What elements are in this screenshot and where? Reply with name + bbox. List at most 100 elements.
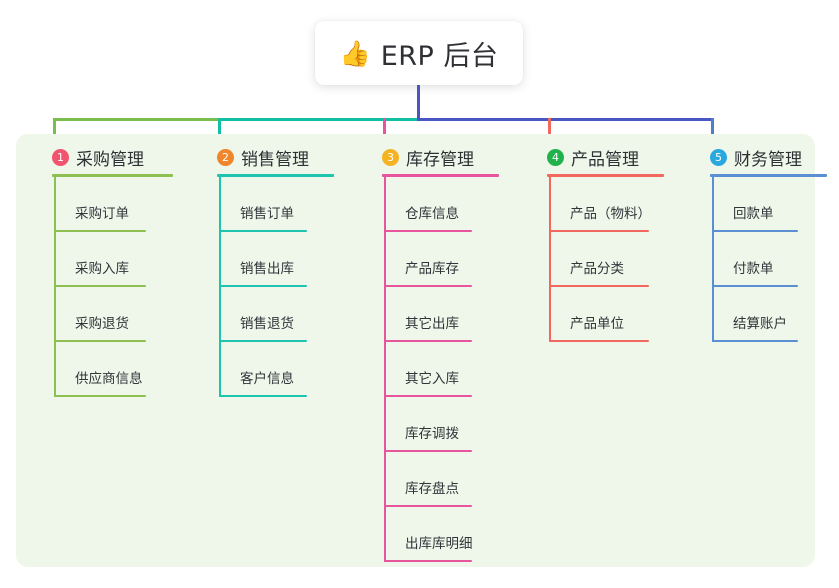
branch-header-产品管理[interactable]: 4 产品管理 (525, 140, 639, 174)
branch-item[interactable]: 销售退货 (219, 287, 327, 342)
branch-item-underline (712, 285, 798, 287)
branch-item-underline (384, 395, 472, 397)
branch-item[interactable]: 回款单 (712, 177, 818, 232)
connector-bar-segment-2 (218, 118, 418, 121)
branch-underline (217, 174, 334, 177)
root-node[interactable]: 👍 ERP 后台 (315, 21, 523, 85)
branch-item-label: 付款单 (733, 261, 774, 277)
branch-title: 销售管理 (241, 149, 309, 170)
branch-item-label: 其它入库 (405, 371, 459, 387)
branch-item-underline (712, 340, 798, 342)
branch-item[interactable]: 出库库明细 (384, 507, 492, 562)
branch-column-2: 2 销售管理销售订单销售出库销售退货客户信息 (195, 140, 334, 397)
branch-header-销售管理[interactable]: 2 销售管理 (195, 140, 309, 174)
branch-underline (547, 174, 664, 177)
branch-header-库存管理[interactable]: 3 库存管理 (360, 140, 474, 174)
branch-item-label: 供应商信息 (75, 371, 143, 387)
branch-index-badge: 2 (217, 148, 234, 166)
branch-item-label: 采购退货 (75, 316, 129, 332)
branch-item-underline (54, 395, 146, 397)
branch-item[interactable]: 仓库信息 (384, 177, 492, 232)
branch-item-label: 客户信息 (240, 371, 294, 387)
branch-item-underline (384, 340, 472, 342)
branch-item[interactable]: 供应商信息 (54, 342, 166, 397)
branch-item[interactable]: 销售出库 (219, 232, 327, 287)
branch-item-label: 出库库明细 (405, 536, 473, 552)
branch-item[interactable]: 采购入库 (54, 232, 166, 287)
branch-item-label: 产品单位 (570, 316, 624, 332)
branch-column-3: 3 库存管理仓库信息产品库存其它出库其它入库库存调拨库存盘点出库库明细 (360, 140, 499, 562)
branch-item[interactable]: 产品库存 (384, 232, 492, 287)
branch-trunk-line (549, 177, 551, 342)
branch-item[interactable]: 付款单 (712, 232, 818, 287)
branch-item-underline (549, 285, 649, 287)
connector-bar-segment-3 (417, 118, 714, 121)
connector-bar-segment-1 (53, 118, 219, 121)
branch-item-label: 库存盘点 (405, 481, 459, 497)
branch-header-财务管理[interactable]: 5 财务管理 (688, 140, 802, 174)
branch-item-label: 采购入库 (75, 261, 129, 277)
branch-item[interactable]: 采购退货 (54, 287, 166, 342)
branch-trunk-line (384, 177, 386, 562)
branch-underline (382, 174, 499, 177)
branch-item-underline (549, 230, 649, 232)
branch-index-badge: 3 (382, 148, 399, 166)
connector-drop-2 (218, 118, 221, 140)
branch-item[interactable]: 采购订单 (54, 177, 166, 232)
branch-underline (52, 174, 173, 177)
branch-item[interactable]: 库存盘点 (384, 452, 492, 507)
branch-item-label: 产品库存 (405, 261, 459, 277)
branch-item[interactable]: 库存调拨 (384, 397, 492, 452)
branch-item-underline (549, 340, 649, 342)
branch-item-label: 仓库信息 (405, 206, 459, 222)
branch-item[interactable]: 结算账户 (712, 287, 818, 342)
branch-item-underline (712, 230, 798, 232)
branch-index-badge: 4 (547, 148, 564, 166)
branch-item-label: 产品（物料） (570, 206, 651, 222)
branch-item-label: 销售出库 (240, 261, 294, 277)
branch-item-underline (219, 285, 307, 287)
branch-trunk-line (219, 177, 221, 397)
branch-title: 财务管理 (734, 149, 802, 170)
branch-item-underline (219, 230, 307, 232)
branch-item-underline (219, 395, 307, 397)
branch-item-underline (54, 285, 146, 287)
branch-index-badge: 1 (52, 148, 69, 166)
branch-item-label: 库存调拨 (405, 426, 459, 442)
branch-trunk-line (54, 177, 56, 397)
branch-item-underline (219, 340, 307, 342)
branch-index-badge: 5 (710, 148, 727, 166)
connector-drop-4 (548, 118, 551, 140)
branch-item[interactable]: 产品单位 (549, 287, 669, 342)
connector-drop-3 (383, 118, 386, 140)
diagram-panel (16, 134, 815, 567)
root-title: ERP 后台 (380, 40, 499, 72)
branch-item-underline (54, 340, 146, 342)
branch-item-underline (384, 450, 472, 452)
branch-item[interactable]: 产品分类 (549, 232, 669, 287)
connector-drop-5 (711, 118, 714, 140)
branch-item-label: 结算账户 (733, 316, 787, 332)
branch-item[interactable]: 产品（物料） (549, 177, 669, 232)
branch-item-underline (384, 285, 472, 287)
branch-title: 产品管理 (571, 149, 639, 170)
branch-item-label: 产品分类 (570, 261, 624, 277)
branch-item-label: 其它出库 (405, 316, 459, 332)
branch-title: 库存管理 (406, 149, 474, 170)
branch-item[interactable]: 销售订单 (219, 177, 327, 232)
branch-underline (710, 174, 827, 177)
branch-item-label: 采购订单 (75, 206, 129, 222)
branch-item-underline (384, 560, 472, 562)
branch-item-underline (384, 505, 472, 507)
connector-drop-1 (53, 118, 56, 140)
branch-item[interactable]: 其它出库 (384, 287, 492, 342)
branch-column-4: 4 产品管理产品（物料） 产品分类产品单位 (525, 140, 664, 342)
branch-item[interactable]: 其它入库 (384, 342, 492, 397)
branch-item-label: 销售订单 (240, 206, 294, 222)
branch-item-underline (384, 230, 472, 232)
branch-column-5: 5 财务管理回款单付款单结算账户 (688, 140, 827, 342)
branch-item[interactable]: 客户信息 (219, 342, 327, 397)
branch-item-label: 销售退货 (240, 316, 294, 332)
